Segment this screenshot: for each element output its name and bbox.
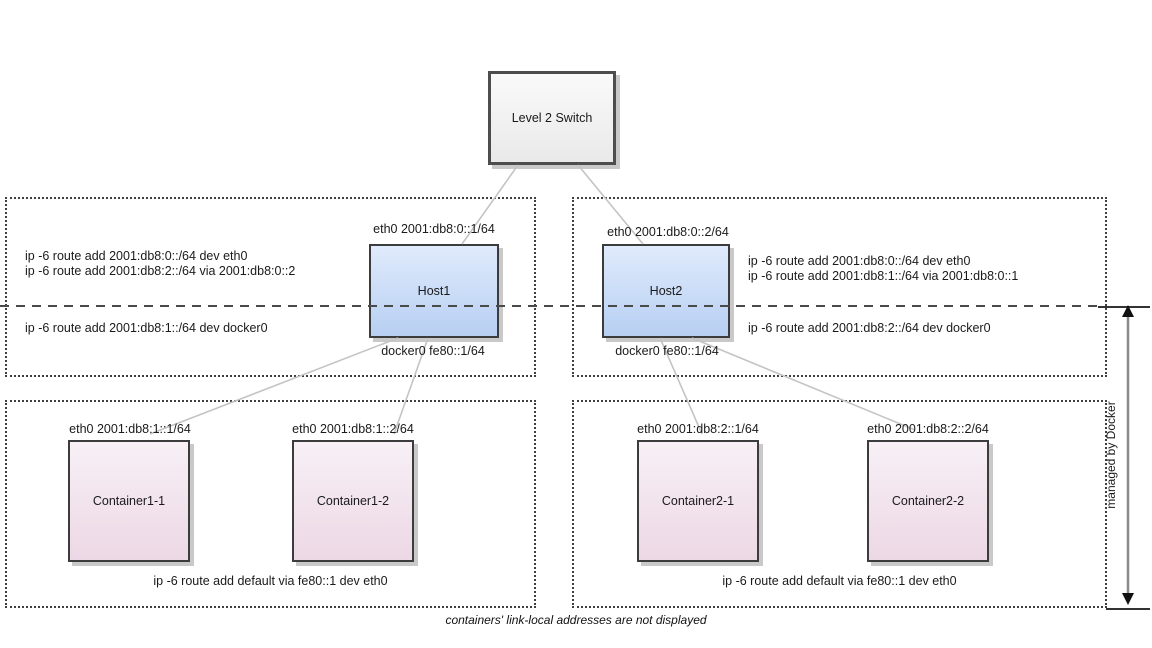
- host1-route-below-divider: ip -6 route add 2001:db8:1::/64 dev dock…: [25, 321, 268, 335]
- host1-label: Host1: [417, 284, 451, 298]
- host2-routes-above-divider: ip -6 route add 2001:db8:0::/64 dev eth0…: [748, 254, 1018, 284]
- arrowhead-up: [1122, 305, 1134, 317]
- managed-by-docker-label: managed by Docker: [1104, 401, 1118, 509]
- container2-1-eth0-address-label: eth0 2001:db8:2::1/64: [637, 422, 759, 436]
- host2-docker0-address-label: docker0 fe80::1/64: [615, 344, 719, 358]
- container1-1-label: Container1-1: [92, 494, 166, 508]
- host2-node: Host2: [602, 244, 730, 338]
- host1-eth0-address-label: eth0 2001:db8:0::1/64: [373, 222, 495, 236]
- host2-route-eth0: ip -6 route add 2001:db8:0::/64 dev eth0: [748, 254, 971, 268]
- container2-2-label: Container2-2: [891, 494, 965, 508]
- container2-1-label: Container2-1: [661, 494, 735, 508]
- container2-2-eth0-address-label: eth0 2001:db8:2::2/64: [867, 422, 989, 436]
- container1-2-node: Container1-2: [292, 440, 414, 562]
- switch-label: Level 2 Switch: [511, 111, 593, 125]
- container2-1-node: Container2-1: [637, 440, 759, 562]
- containers-right-default-route-label: ip -6 route add default via fe80::1 dev …: [722, 574, 957, 588]
- host1-docker0-address-label: docker0 fe80::1/64: [381, 344, 485, 358]
- diagram-caption: containers' link-local addresses are not…: [445, 613, 707, 627]
- container1-2-label: Container1-2: [316, 494, 390, 508]
- host1-routes-above-divider: ip -6 route add 2001:db8:0::/64 dev eth0…: [25, 249, 295, 279]
- arrowhead-down: [1122, 593, 1134, 605]
- container2-2-node: Container2-2: [867, 440, 989, 562]
- host2-label: Host2: [649, 284, 683, 298]
- level2-switch-node: Level 2 Switch: [488, 71, 616, 165]
- host1-route-eth0: ip -6 route add 2001:db8:0::/64 dev eth0: [25, 249, 248, 263]
- host2-route-via-host1: ip -6 route add 2001:db8:1::/64 via 2001…: [748, 269, 1019, 283]
- host1-route-via-host2: ip -6 route add 2001:db8:2::/64 via 2001…: [25, 264, 296, 278]
- container1-1-eth0-address-label: eth0 2001:db8:1::1/64: [69, 422, 191, 436]
- container1-1-node: Container1-1: [68, 440, 190, 562]
- containers-left-default-route-label: ip -6 route add default via fe80::1 dev …: [153, 574, 388, 588]
- container1-2-eth0-address-label: eth0 2001:db8:1::2/64: [292, 422, 414, 436]
- host2-eth0-address-label: eth0 2001:db8:0::2/64: [607, 225, 729, 239]
- host2-route-below-divider: ip -6 route add 2001:db8:2::/64 dev dock…: [748, 321, 991, 335]
- host1-node: Host1: [369, 244, 499, 338]
